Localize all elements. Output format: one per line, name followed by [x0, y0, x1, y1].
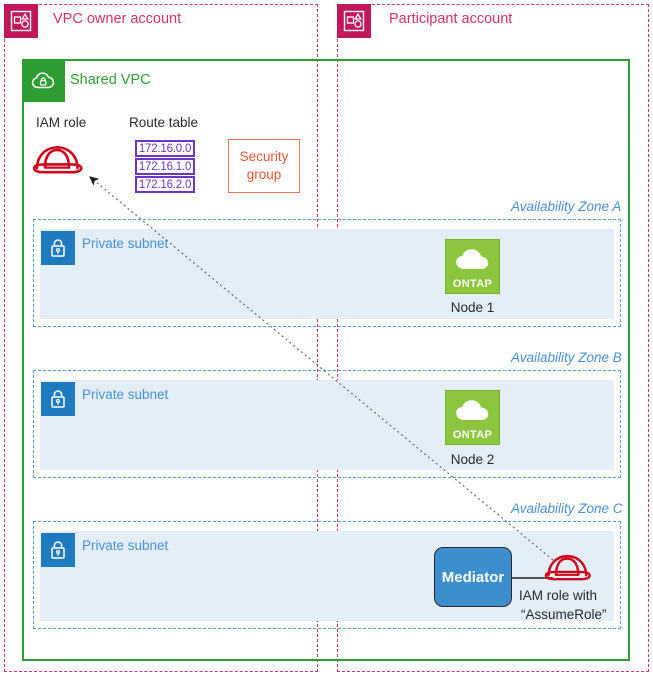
private-subnet-label-c: Private subnet [82, 538, 169, 553]
iam-role-hardhat-icon [31, 138, 87, 178]
security-group-label-line2: group [246, 167, 282, 182]
shared-vpc-label: Shared VPC [70, 72, 151, 88]
mediator-box: Mediator [434, 547, 512, 607]
account-label-participant: Participant account [389, 11, 513, 27]
ontap-badge: ONTAP [452, 429, 493, 441]
iam-role-hardhat-icon [543, 547, 595, 585]
assume-role-label-line1: IAM role with [519, 588, 598, 603]
aws-account-icon [337, 4, 371, 38]
az-label-c: Availability Zone C [511, 501, 623, 516]
shared-vpc-frame [22, 59, 630, 661]
route-table-entry: 172.16.0.0 [135, 140, 195, 157]
ontap-cloud-icon: ONTAP [445, 390, 500, 445]
private-subnet-label-b: Private subnet [82, 387, 169, 402]
account-label-vpc-owner: VPC owner account [53, 11, 182, 27]
private-subnet-lock-icon [41, 231, 75, 265]
assume-role-label-line2: “AssumeRole” [521, 607, 607, 622]
private-subnet-lock-icon [41, 382, 75, 416]
ontap-cloud-icon: ONTAP [445, 239, 500, 294]
security-group-box: Security group [228, 139, 300, 193]
vpc-cloud-lock-icon [23, 60, 65, 102]
route-table-entry: 172.16.1.0 [135, 158, 195, 175]
ontap-badge: ONTAP [452, 278, 493, 290]
iam-role-label: IAM role [36, 115, 87, 130]
node-caption-2: Node 2 [450, 452, 495, 467]
route-table-label: Route table [129, 115, 199, 130]
mediator-iam-connector [511, 577, 553, 579]
node-caption-1: Node 1 [450, 300, 495, 315]
aws-account-icon [4, 4, 38, 38]
private-subnet-label-a: Private subnet [82, 236, 169, 251]
az-label-b: Availability Zone B [511, 350, 622, 365]
route-table-entry: 172.16.2.0 [135, 176, 195, 193]
az-label-a: Availability Zone A [511, 199, 622, 214]
security-group-label-line1: Security [239, 148, 289, 164]
private-subnet-lock-icon [41, 533, 75, 567]
